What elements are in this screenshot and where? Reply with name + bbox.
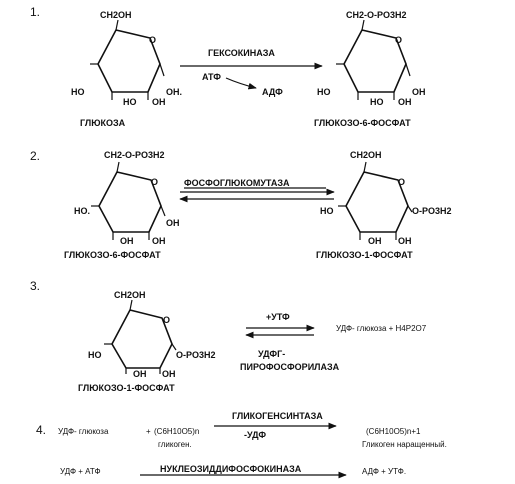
phosphate-group: CH2-O-PO3H2 (104, 150, 165, 160)
hydroxyl-c4: HO (71, 87, 85, 97)
enzyme-name-line2: ПИРОФОСФОРИЛАЗА (240, 362, 340, 372)
reaction-1: 1. CH2OH O HO HO OH OH. ГЛЮКОЗА ГЕКСОКИН… (30, 5, 426, 128)
molecule-glucose-1-phosphate: CH2OH O HO OH OH O-PO3H2 ГЛЮКОЗО-1-ФОСФА… (316, 150, 452, 260)
enzyme-name-line1: УДФГ- (258, 349, 285, 359)
enzyme-name: ФОСФОГЛЮКОМУТАЗА (184, 178, 290, 188)
molecule-glucose: CH2OH O HO HO OH OH. ГЛЮКОЗА (71, 10, 182, 128)
hydroxyl-c3: HO (370, 97, 384, 107)
cofactor-in: АТФ (202, 72, 221, 82)
hydroxyl-c2: OH (398, 236, 412, 246)
regeneration-substrates: УДФ + АТФ (60, 467, 101, 476)
molecule-name: ГЛЮКОЗА (80, 118, 126, 128)
hydroxyl-c3: HO (123, 97, 137, 107)
ch2oh-group: CH2OH (114, 290, 146, 300)
bond (361, 19, 365, 31)
bond (160, 205, 166, 217)
regeneration-products: АДФ + УТФ. (362, 467, 406, 476)
ring-oxygen: O (151, 177, 158, 187)
substrate-glycogen-name: гликоген. (158, 440, 192, 449)
hydroxyl-c2: OH (398, 97, 412, 107)
molecule-name: ГЛЮКОЗО-1-ФОСФАТ (78, 383, 175, 393)
product-glycogen: (С6Н10О5)n+1 (366, 427, 421, 436)
reaction-4: 4. УДФ- глюкоза + (С6Н10О5)n гликоген. Г… (36, 411, 447, 449)
molecule-glucose-1-phosphate: CH2OH O HO OH OH O-PO3H2 ГЛЮКОЗО-1-ФОСФА… (78, 290, 216, 393)
bond (363, 161, 367, 173)
phosphate-group: CH2-O-PO3H2 (346, 10, 407, 20)
reaction-number: 2. (30, 149, 40, 163)
plus-sign: + (146, 427, 151, 436)
molecule-name: ГЛЮКОЗО-1-ФОСФАТ (316, 250, 413, 260)
enzyme-name: ГЕКСОКИНАЗА (208, 48, 275, 58)
hydroxyl-c1: OH (166, 218, 180, 228)
hydroxyl-c1: OH (412, 87, 426, 97)
phosphate-c1: O-PO3H2 (412, 206, 452, 216)
bond (407, 205, 413, 213)
reaction-number: 4. (36, 423, 46, 437)
substrate-glycogen: (С6Н10О5)n (154, 427, 199, 436)
product-glycogen-name: Гликоген наращенный. (362, 440, 447, 449)
ring-oxygen: O (398, 177, 405, 187)
ch2oh-group: CH2OH (100, 10, 132, 20)
reaction-2: 2. CH2-O-PO3H2 O HO. OH OH OH ГЛЮКОЗО-6-… (30, 149, 452, 260)
reagent-utp: +УТФ (266, 312, 290, 322)
hydroxyl-c2: OH (152, 97, 166, 107)
phosphate-c1: O-PO3H2 (176, 350, 216, 360)
hydroxyl-c1: OH. (166, 87, 182, 97)
hydroxyl-c4: HO. (74, 206, 90, 216)
reaction-3: 3. CH2OH O HO OH OH O-PO3H2 ГЛЮКОЗО-1-ФО… (30, 279, 427, 393)
reaction-number: 1. (30, 5, 40, 19)
hydroxyl-c4: HO (320, 206, 334, 216)
substrate-udp-glucose: УДФ- глюкоза (58, 427, 109, 436)
ch2oh-group: CH2OH (350, 150, 382, 160)
enzyme-name: НУКЛЕОЗИДДИФОСФОКИНАЗА (160, 464, 302, 474)
cofactor-arrow (225, 77, 257, 90)
ring-oxygen: O (395, 35, 402, 45)
bond (129, 299, 133, 311)
bond (159, 63, 165, 77)
reaction-number: 3. (30, 279, 40, 293)
cofactor-out: АДФ (262, 87, 283, 97)
ring-oxygen: O (149, 35, 156, 45)
molecule-name: ГЛЮКОЗО-6-ФОСФАТ (64, 250, 161, 260)
utp-regeneration: УДФ + АТФ НУКЛЕОЗИДДИФОСФОКИНАЗА АДФ + У… (60, 464, 406, 479)
bond (171, 343, 177, 351)
hydroxyl-c2: OH (152, 236, 166, 246)
hydroxyl-c4: HO (317, 87, 331, 97)
hydroxyl-c4: HO (88, 350, 102, 360)
hydroxyl-c3: OH (133, 369, 147, 379)
ring-oxygen: O (163, 315, 170, 325)
reaction-products: УДФ- глюкоза + Н4Р2О7 (336, 324, 427, 333)
molecule-name: ГЛЮКОЗО-6-ФОСФАТ (314, 118, 411, 128)
bond (116, 161, 120, 173)
hydroxyl-c2: OH (162, 369, 176, 379)
hydroxyl-c3: OH (120, 236, 134, 246)
hydroxyl-c3: OH (368, 236, 382, 246)
bond (405, 63, 411, 77)
enzyme-name: ГЛИКОГЕНСИНТАЗА (232, 411, 323, 421)
molecule-glucose-6-phosphate: CH2-O-PO3H2 O HO HO OH OH ГЛЮКОЗО-6-ФОСФ… (314, 10, 426, 128)
byproduct-udp: -УДФ (244, 430, 266, 440)
molecule-glucose-6-phosphate: CH2-O-PO3H2 O HO. OH OH OH ГЛЮКОЗО-6-ФОС… (64, 150, 180, 260)
bond (115, 19, 119, 31)
